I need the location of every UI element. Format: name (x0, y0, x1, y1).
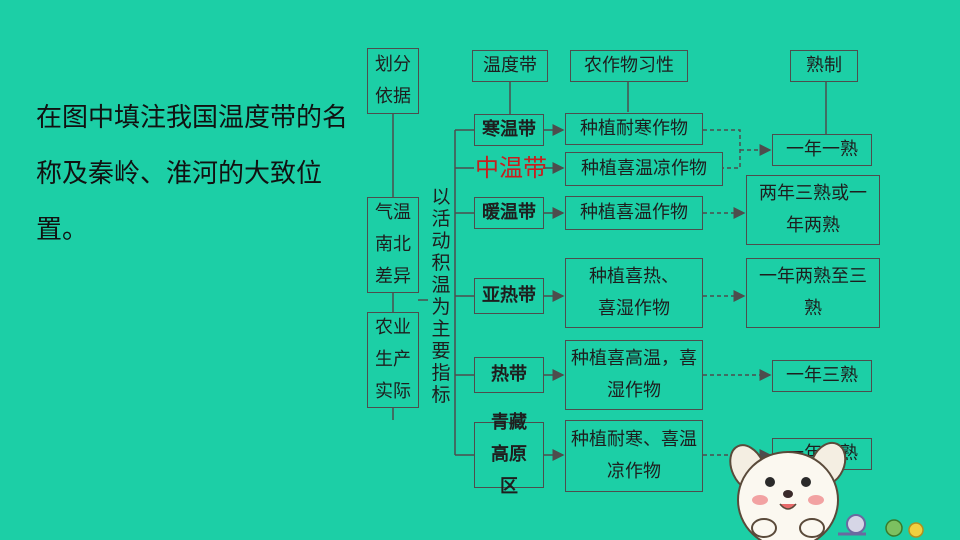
indicator-vertical-text: 以活动积温为主要指标 (431, 186, 451, 406)
crop-box-cold-temperate: 种植耐寒作物 (565, 113, 703, 145)
maturity-box-3: 一年两熟至三熟 (746, 258, 880, 328)
zone-handwritten-middle-temperate: 中温带 (475, 154, 547, 182)
maturity-box-2: 两年三熟或一年两熟 (746, 175, 880, 245)
zone-box-warm-temperate: 暖温带 (474, 197, 544, 229)
zone-box-subtropical: 亚热带 (474, 278, 544, 314)
basis-agriculture-box: 农业生产实际 (367, 312, 419, 408)
zone-box-cold-temperate: 寒温带 (474, 114, 544, 146)
maturity-box-4: 一年三熟 (772, 360, 872, 392)
basis-temperature-box: 气温南北差异 (367, 197, 419, 293)
crop-box-middle-temperate: 种植喜温凉作物 (565, 152, 723, 186)
cartoon-dog-illustration (729, 441, 924, 540)
crop-box-subtropical: 种植喜热、喜湿作物 (565, 258, 703, 328)
zone-box-qinghai-tibet: 青藏高原区 (474, 412, 544, 497)
crop-box-tropical: 种植喜高温，喜湿作物 (565, 340, 703, 410)
basis-header-box: 划分依据 (367, 48, 419, 114)
crop-box-warm-temperate: 种植喜温作物 (565, 196, 703, 230)
prompt-text: 在图中填注我国温度带的名称及秦岭、淮河的大致位置。 (36, 103, 349, 245)
header-zone: 温度带 (472, 50, 548, 82)
crop-box-qinghai-tibet: 种植耐寒、喜温凉作物 (565, 420, 703, 492)
maturity-box-1: 一年一熟 (772, 134, 872, 166)
header-crop: 农作物习性 (570, 50, 688, 82)
zone-box-tropical: 热带 (474, 357, 544, 393)
header-maturity: 熟制 (790, 50, 858, 82)
